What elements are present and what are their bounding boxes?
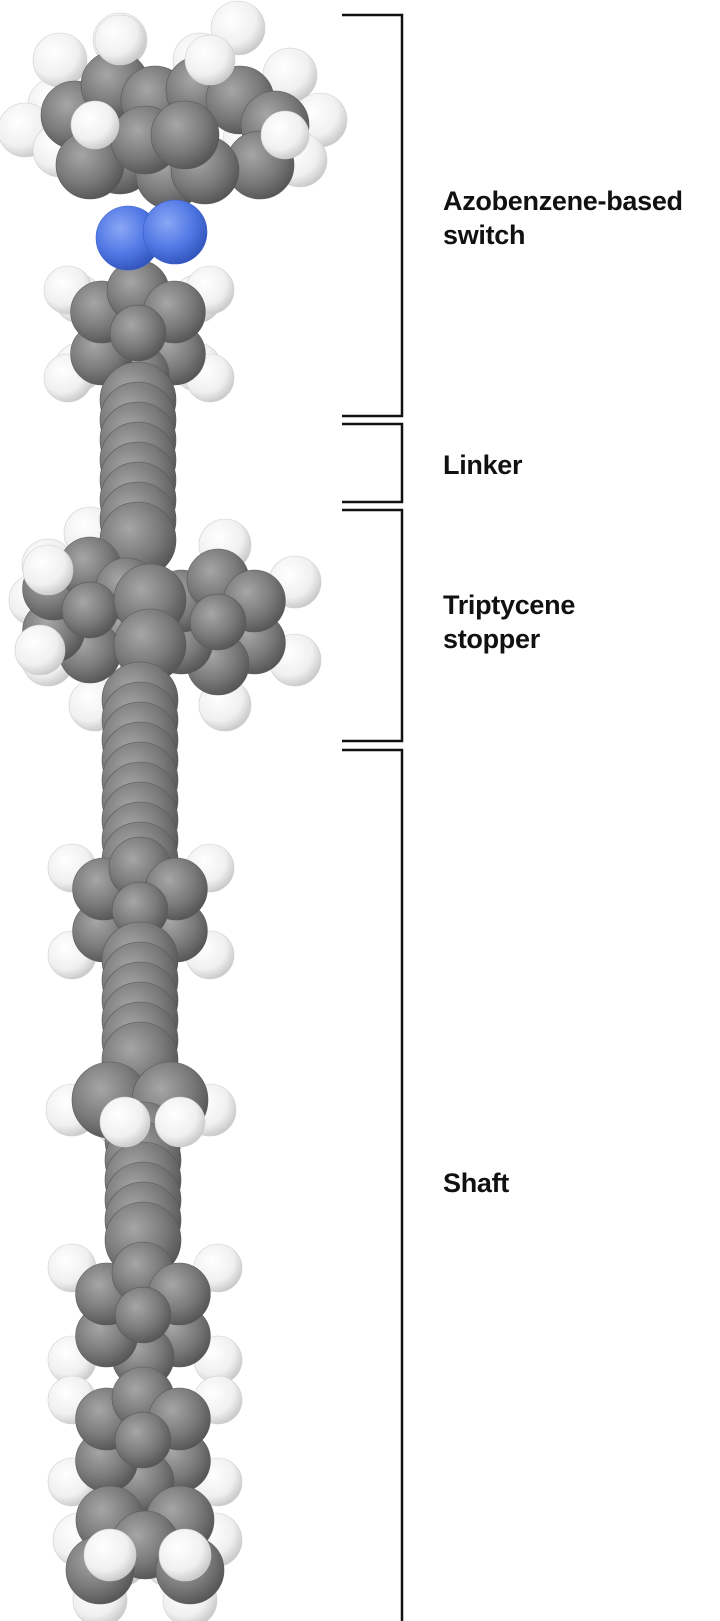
bracket-switch: [342, 15, 402, 416]
label-linker-line-1: Linker: [443, 448, 522, 482]
label-shaft: Shaft: [443, 1166, 509, 1200]
label-shaft-line-1: Shaft: [443, 1166, 509, 1200]
label-stopper: Triptycene stopper: [443, 588, 575, 656]
bracket-stopper: [342, 510, 402, 741]
bracket-shaft: [342, 750, 402, 1621]
label-switch: Azobenzene-based switch: [443, 184, 683, 252]
label-switch-line-1: Azobenzene-based: [443, 184, 683, 218]
bracket-linker: [342, 424, 402, 502]
label-stopper-line-1: Triptycene: [443, 588, 575, 622]
label-linker: Linker: [443, 448, 522, 482]
label-stopper-line-2: stopper: [443, 622, 575, 656]
label-switch-line-2: switch: [443, 218, 683, 252]
